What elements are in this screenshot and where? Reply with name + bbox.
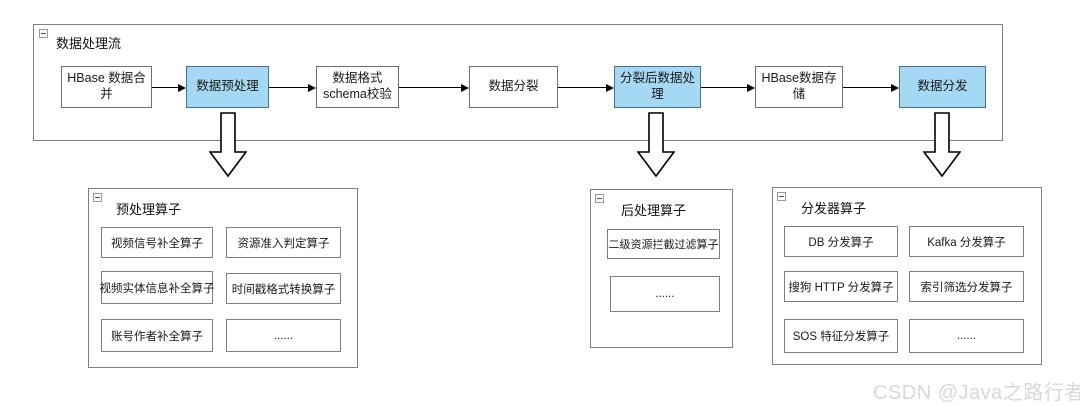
down-arrow-icon bbox=[209, 112, 247, 178]
flow-node-hbase-merge: HBase 数据合并 bbox=[61, 66, 152, 108]
down-arrow-icon bbox=[923, 112, 961, 178]
operator-box: ...... bbox=[610, 276, 720, 312]
operator-box: 资源准入判定算子 bbox=[226, 227, 341, 258]
collapse-icon bbox=[595, 194, 604, 203]
group-title: 分发器算子 bbox=[801, 201, 867, 216]
group-preprocess-operators: 预处理算子 视频信号补全算子 资源准入判定算子 视频实体信息补全算子 时间戳格式… bbox=[88, 188, 358, 368]
group-postprocess-operators: 后处理算子 二级资源拦截过滤算子 ...... bbox=[590, 189, 733, 348]
collapse-icon bbox=[777, 192, 786, 201]
operator-box: 视频信号补全算子 bbox=[101, 227, 213, 258]
operator-box: 时间戳格式转换算子 bbox=[226, 273, 341, 304]
down-arrow-icon bbox=[637, 112, 675, 178]
flow-arrow bbox=[701, 83, 755, 92]
flow-node-schema-check: 数据格式 schema校验 bbox=[316, 66, 399, 108]
flow-node-split: 数据分裂 bbox=[469, 66, 558, 108]
collapse-icon bbox=[93, 193, 102, 202]
operator-box: DB 分发算子 bbox=[784, 226, 898, 257]
group-title: 预处理算子 bbox=[116, 202, 182, 217]
flow-node-hbase-store: HBase数据存储 bbox=[755, 66, 843, 108]
flow-arrow bbox=[558, 83, 614, 92]
flow-arrow bbox=[152, 83, 186, 92]
operator-box: ...... bbox=[909, 319, 1024, 353]
operator-box: Kafka 分发算子 bbox=[909, 226, 1024, 257]
flow-arrow bbox=[843, 83, 899, 92]
operator-box: ...... bbox=[226, 319, 341, 352]
collapse-icon bbox=[39, 29, 48, 38]
operator-box: 索引筛选分发算子 bbox=[909, 271, 1024, 302]
operator-box: 搜狗 HTTP 分发算子 bbox=[784, 271, 898, 302]
group-dispatcher-operators: 分发器算子 DB 分发算子 Kafka 分发算子 搜狗 HTTP 分发算子 索引… bbox=[772, 187, 1042, 365]
group-title: 后处理算子 bbox=[621, 203, 687, 218]
csdn-watermark: CSDN @Java之路行者 bbox=[873, 382, 1080, 404]
operator-box: SOS 特征分发算子 bbox=[784, 319, 898, 353]
operator-box: 账号作者补全算子 bbox=[101, 319, 213, 352]
operator-box: 二级资源拦截过滤算子 bbox=[607, 229, 720, 259]
flow-arrow bbox=[399, 83, 469, 92]
operator-box: 视频实体信息补全算子 bbox=[100, 271, 215, 304]
flow-arrow bbox=[269, 83, 316, 92]
flow-node-postsplit-process: 分裂后数据处理 bbox=[614, 66, 701, 108]
flow-container: 数据处理流 HBase 数据合并 数据预处理 数据格式 schema校验 数据分… bbox=[33, 24, 1003, 141]
flow-node-preprocess: 数据预处理 bbox=[186, 66, 269, 108]
flow-title: 数据处理流 bbox=[56, 36, 122, 51]
flow-node-dispatch: 数据分发 bbox=[899, 66, 986, 108]
